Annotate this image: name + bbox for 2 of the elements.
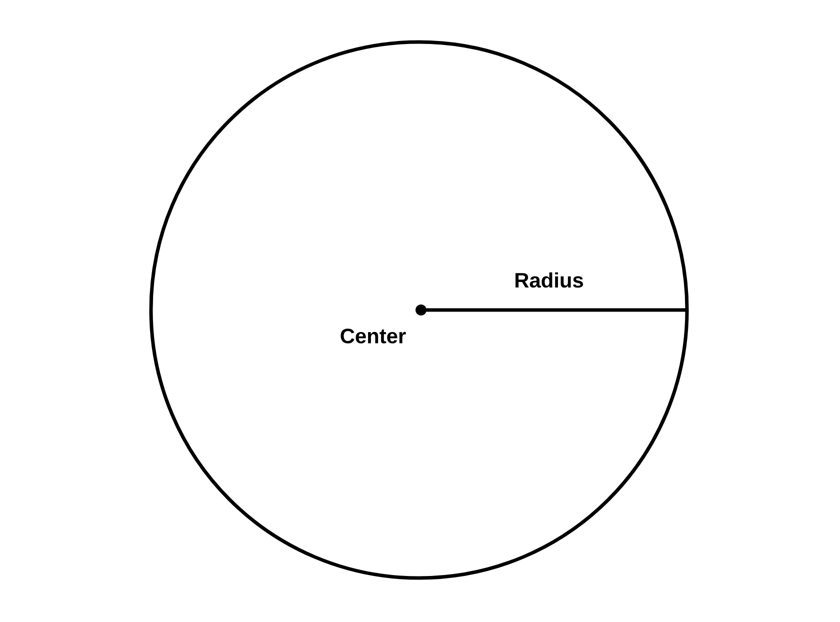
text-label: Center — [340, 328, 406, 344]
text-label: Radius — [516, 272, 584, 288]
